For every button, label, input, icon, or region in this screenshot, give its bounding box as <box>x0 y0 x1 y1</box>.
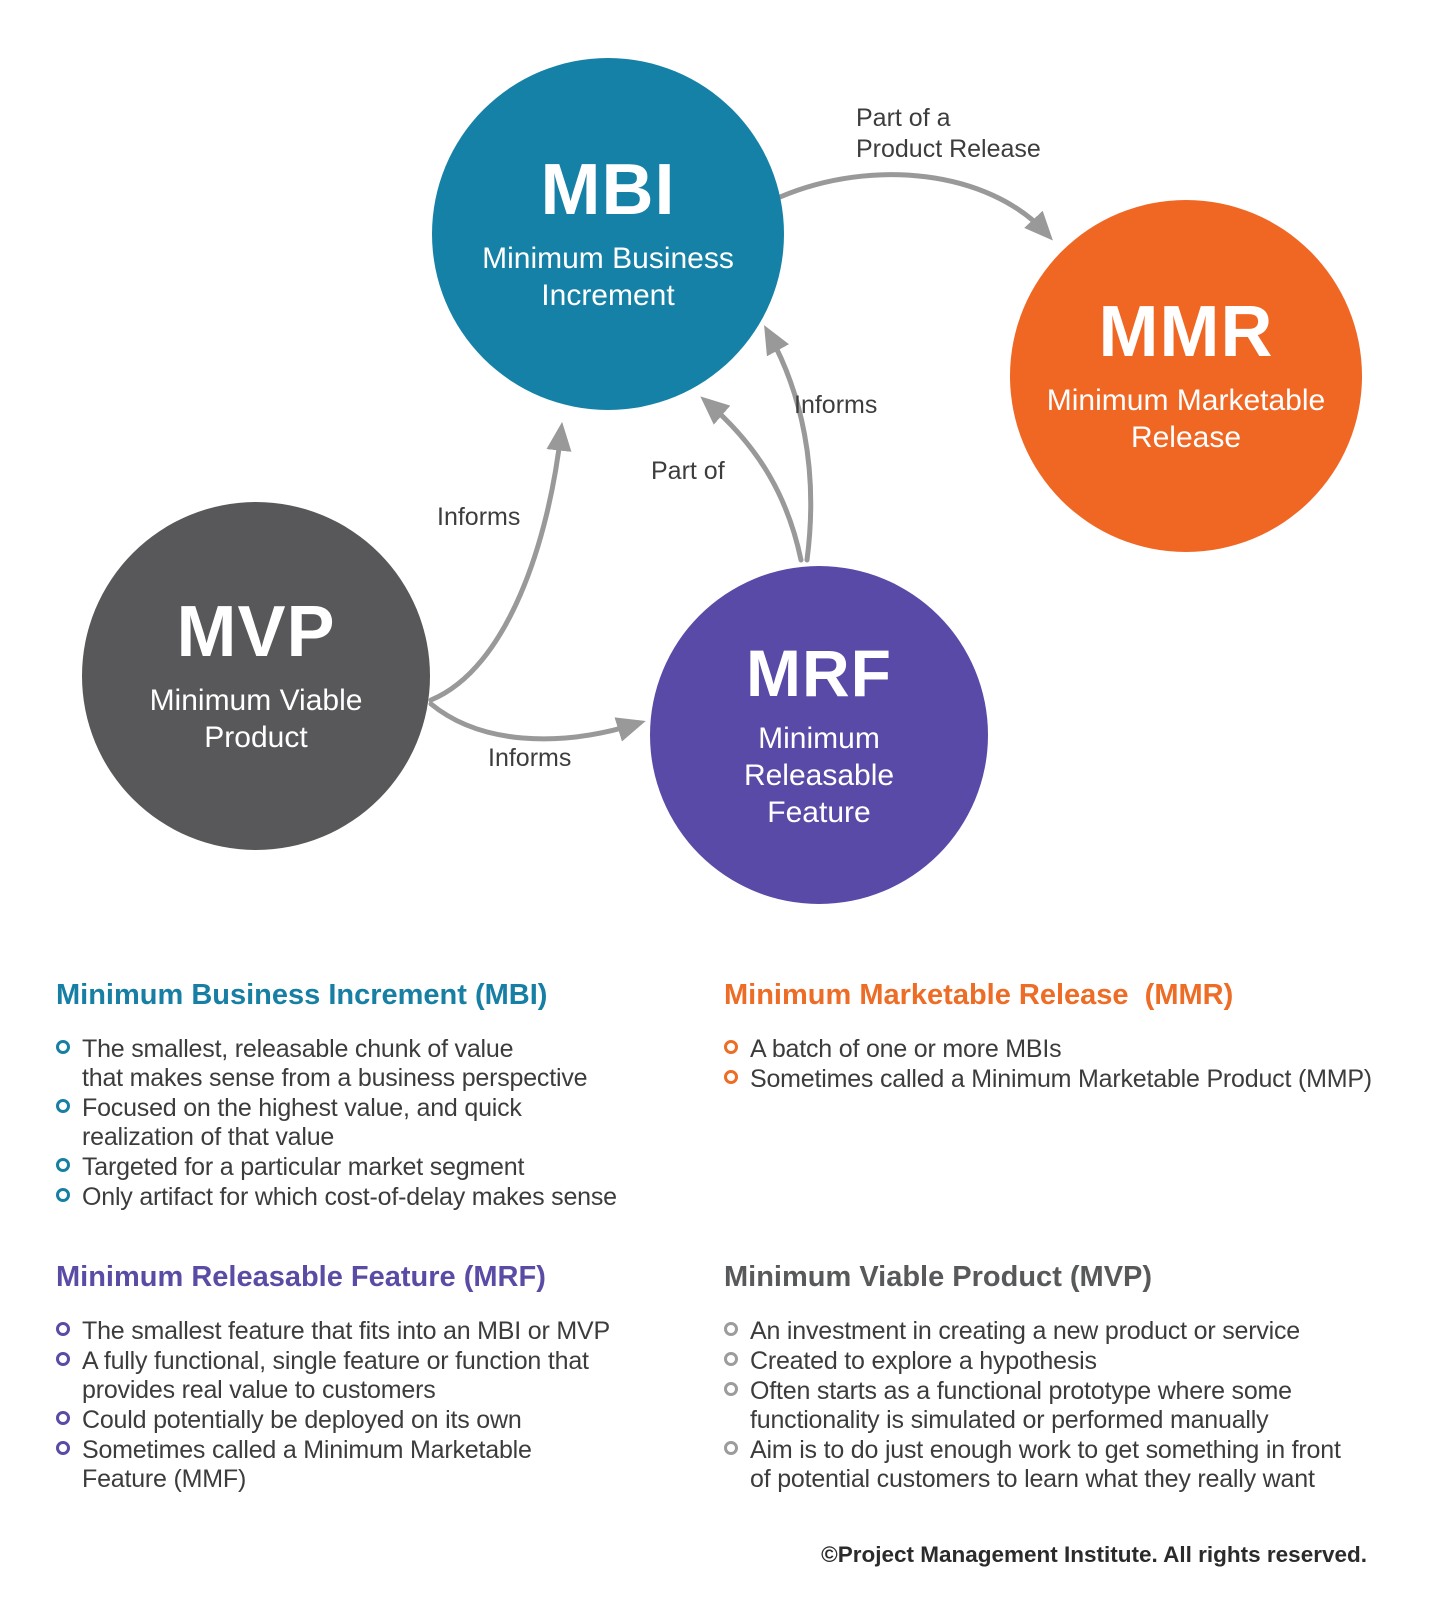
bullet-ring-icon <box>724 1070 738 1084</box>
section-mbi: Minimum Business Increment (MBI) The sma… <box>56 978 716 1213</box>
label-part-of-mrf-to-mbi: Part of <box>651 457 725 485</box>
bullet-item: The smallest, releasable chunk of value … <box>56 1035 716 1093</box>
section-mmr: Minimum Marketable Release (MMR) A batch… <box>724 978 1424 1095</box>
bullet-item: Created to explore a hypothesis <box>724 1347 1430 1376</box>
section-mrf: Minimum Releasable Feature (MRF) The sma… <box>56 1260 716 1495</box>
mbi-acronym: MBI <box>540 150 676 230</box>
bullet-text: Sometimes called a Minimum Marketable Pr… <box>750 1065 1372 1093</box>
bullet-text: Sometimes called a Minimum Marketable Fe… <box>82 1436 532 1493</box>
copyright-notice: ©Project Management Institute. All right… <box>821 1542 1367 1567</box>
mbi-circle-label: Minimum Business Increment <box>482 242 734 312</box>
bullet-ring-icon <box>724 1441 738 1455</box>
section-mvp-bullets: An investment in creating a new product … <box>724 1317 1430 1494</box>
bullet-text: Aim is to do just enough work to get som… <box>750 1436 1341 1493</box>
bullet-item: A batch of one or more MBIs <box>724 1035 1424 1064</box>
bullet-text: The smallest feature that fits into an M… <box>82 1317 610 1345</box>
bullet-ring-icon <box>56 1188 70 1202</box>
bullet-item: Could potentially be deployed on its own <box>56 1406 716 1435</box>
bullet-item: Sometimes called a Minimum Marketable Fe… <box>56 1436 716 1494</box>
mbi-circle: MBI Minimum Business Increment <box>432 58 784 410</box>
bullet-ring-icon <box>56 1411 70 1425</box>
section-mvp: Minimum Viable Product (MVP) An investme… <box>724 1260 1430 1495</box>
bullet-text: An investment in creating a new product … <box>750 1317 1300 1345</box>
bullet-text: Often starts as a functional prototype w… <box>750 1377 1292 1434</box>
section-mrf-bullets: The smallest feature that fits into an M… <box>56 1317 716 1494</box>
mvp-circle-label: Minimum Viable Product <box>149 684 363 754</box>
bullet-text: A batch of one or more MBIs <box>750 1035 1062 1063</box>
arrow-mvp-to-mrf <box>428 701 646 742</box>
section-mrf-title: Minimum Releasable Feature (MRF) <box>56 1261 546 1293</box>
bullet-item: Only artifact for which cost-of-delay ma… <box>56 1183 716 1212</box>
bullet-item: An investment in creating a new product … <box>724 1317 1430 1346</box>
bullet-ring-icon <box>56 1099 70 1113</box>
mrf-circle-label: Minimum Releasable Feature <box>743 721 895 829</box>
bullet-ring-icon <box>724 1322 738 1336</box>
bullet-ring-icon <box>56 1352 70 1366</box>
arrow-mbi-to-mmr <box>777 172 1053 241</box>
bullet-item: Focused on the highest value, and quick … <box>56 1094 716 1152</box>
bullet-text: Targeted for a particular market segment <box>82 1153 525 1181</box>
arrow-mrf-to-mbi-informs <box>764 325 814 563</box>
bullet-ring-icon <box>724 1382 738 1396</box>
bullet-item: The smallest feature that fits into an M… <box>56 1317 716 1346</box>
bullet-text: Created to explore a hypothesis <box>750 1347 1097 1375</box>
mmr-acronym: MMR <box>1098 292 1274 372</box>
section-mvp-title: Minimum Viable Product (MVP) <box>724 1261 1153 1293</box>
bullet-item: Often starts as a functional prototype w… <box>724 1377 1430 1435</box>
bullet-text: Only artifact for which cost-of-delay ma… <box>82 1183 617 1211</box>
label-informs-mvp-to-mbi: Informs <box>437 503 521 531</box>
bullet-item: A fully functional, single feature or fu… <box>56 1347 716 1405</box>
mmr-circle: MMR Minimum Marketable Release <box>1010 200 1362 552</box>
bullet-ring-icon <box>724 1352 738 1366</box>
bullet-text: Could potentially be deployed on its own <box>82 1406 522 1434</box>
bullet-ring-icon <box>56 1322 70 1336</box>
mvp-circle: MVP Minimum Viable Product <box>82 502 430 850</box>
section-mmr-title: Minimum Marketable Release (MMR) <box>724 979 1234 1011</box>
section-mbi-title: Minimum Business Increment (MBI) <box>56 979 548 1011</box>
bullet-ring-icon <box>56 1040 70 1054</box>
label-informs-mvp-to-mrf: Informs <box>488 744 572 772</box>
section-mbi-bullets: The smallest, releasable chunk of value … <box>56 1035 716 1212</box>
bullet-item: Targeted for a particular market segment <box>56 1153 716 1182</box>
label-part-of-a-product-release: Part of a Product Release <box>856 104 1041 163</box>
mrf-circle: MRF Minimum Releasable Feature <box>650 566 988 904</box>
bullet-text: A fully functional, single feature or fu… <box>82 1347 589 1404</box>
bullet-ring-icon <box>724 1040 738 1054</box>
bullet-ring-icon <box>56 1441 70 1455</box>
bullet-text: The smallest, releasable chunk of value … <box>82 1035 588 1092</box>
section-mmr-bullets: A batch of one or more MBIs Sometimes ca… <box>724 1035 1424 1094</box>
mrf-acronym: MRF <box>746 635 892 710</box>
mmr-circle-label: Minimum Marketable Release <box>1046 384 1326 454</box>
mvp-acronym: MVP <box>176 592 336 672</box>
arrow-mvp-to-mbi <box>428 421 572 703</box>
bullet-text: Focused on the highest value, and quick … <box>82 1094 522 1151</box>
bullet-item: Sometimes called a Minimum Marketable Pr… <box>724 1065 1424 1094</box>
bullet-ring-icon <box>56 1158 70 1172</box>
bullet-item: Aim is to do just enough work to get som… <box>724 1436 1430 1494</box>
label-informs-mrf-to-mbi: Informs <box>794 391 878 419</box>
